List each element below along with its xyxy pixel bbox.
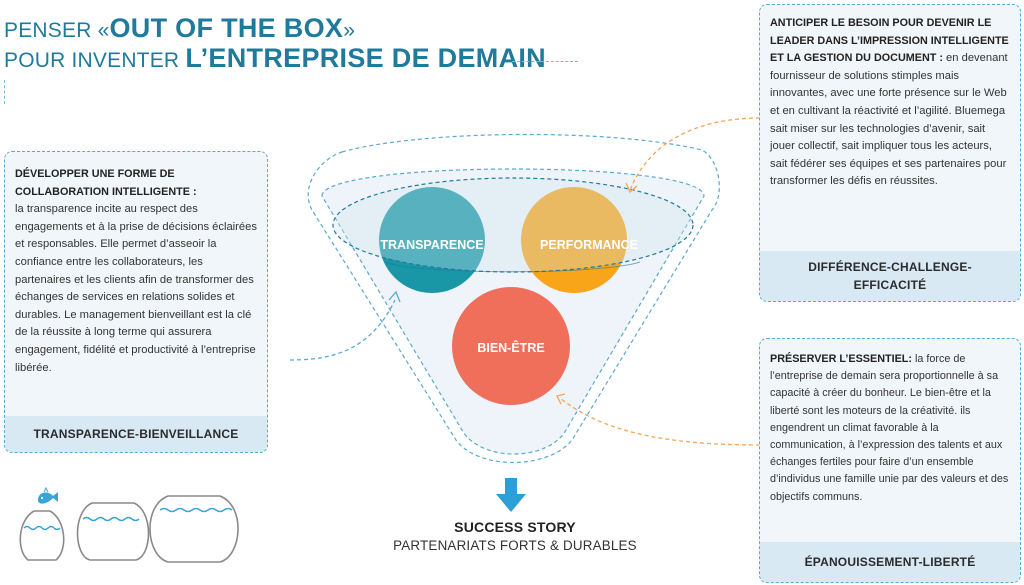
fishbowl-small-icon <box>19 510 65 561</box>
panel-footer-line2: EFFICACITÉ <box>853 278 927 292</box>
page-title: PENSER «OUT OF THE BOX» POUR INVENTER L’… <box>4 14 546 73</box>
title-vertical-divider <box>4 80 5 104</box>
panel-heading: DÉVELOPPER UNE FORME DE COLLABORATION IN… <box>15 168 197 198</box>
connector-bottom-right-arrowhead <box>556 393 566 405</box>
panel-body: ANTICIPER LE BESOIN POUR DEVENIR LE LEAD… <box>760 5 1020 191</box>
success-story: SUCCESS STORY PARTENARIATS FORTS & DURAB… <box>380 519 650 553</box>
panel-footer-line1: DIFFÉRENCE-CHALLENGE- <box>808 260 972 274</box>
circle-bien-etre <box>452 287 570 405</box>
title-line1-suffix: » <box>343 19 356 42</box>
panel-text: la force de l’entreprise de demain sera … <box>770 353 1009 503</box>
funnel-top-ellipse <box>332 177 694 273</box>
down-arrow-icon <box>496 478 526 512</box>
circle-label-transparence: TRANSPARENCE <box>380 238 483 252</box>
fishbowl-medium-icon <box>76 502 150 561</box>
panel-heading: ANTICIPER LE BESOIN POUR DEVENIR LE LEAD… <box>770 17 1009 65</box>
success-subtitle: PARTENARIATS FORTS & DURABLES <box>393 538 637 553</box>
panel-footer: DIFFÉRENCE-CHALLENGE- EFFICACITÉ <box>760 251 1020 301</box>
title-line1-prefix: PENSER « <box>4 19 110 42</box>
panel-epanouissement-liberte: PRÉSERVER L’ESSENTIEL: la force de l’ent… <box>759 338 1021 583</box>
panel-footer: TRANSPARENCE-BIENVEILLANCE <box>5 416 267 452</box>
fish-icon <box>38 486 58 504</box>
funnel-outer-outline <box>307 133 720 463</box>
panel-text: en devenant fournisseur de solutions sti… <box>770 52 1008 188</box>
connector-left-arrowhead <box>388 290 401 303</box>
fishbowl-large-icon <box>149 495 239 563</box>
connector-bottom-right <box>559 397 761 446</box>
panel-transparence-bienveillance: DÉVELOPPER UNE FORME DE COLLABORATION IN… <box>4 151 268 453</box>
title-divider <box>512 61 578 62</box>
panel-difference-challenge-efficacite: ANTICIPER LE BESOIN POUR DEVENIR LE LEAD… <box>759 4 1021 302</box>
success-title: SUCCESS STORY <box>454 519 576 535</box>
panel-text: la transparence incite au respect des en… <box>15 203 257 374</box>
connector-left <box>289 299 396 361</box>
panel-body: PRÉSERVER L’ESSENTIEL: la force de l’ent… <box>760 339 1020 506</box>
title-line2-highlight: L’ENTREPRISE DE DEMAIN <box>185 43 546 74</box>
connector-top-right <box>629 117 761 191</box>
connector-top-right-arrowhead <box>625 182 638 194</box>
title-line1-highlight: OUT OF THE BOX <box>109 13 344 43</box>
panel-body: DÉVELOPPER UNE FORME DE COLLABORATION IN… <box>5 152 267 377</box>
circle-label-performance: PERFORMANCE <box>540 238 638 252</box>
panel-heading: PRÉSERVER L’ESSENTIEL: <box>770 353 912 365</box>
panel-footer: ÉPANOUISSEMENT-LIBERTÉ <box>760 542 1020 582</box>
circle-label-bien-etre: BIEN-ÊTRE <box>477 340 544 355</box>
title-line2-prefix: POUR INVENTER <box>4 49 186 73</box>
funnel-rim-shade <box>383 261 641 273</box>
